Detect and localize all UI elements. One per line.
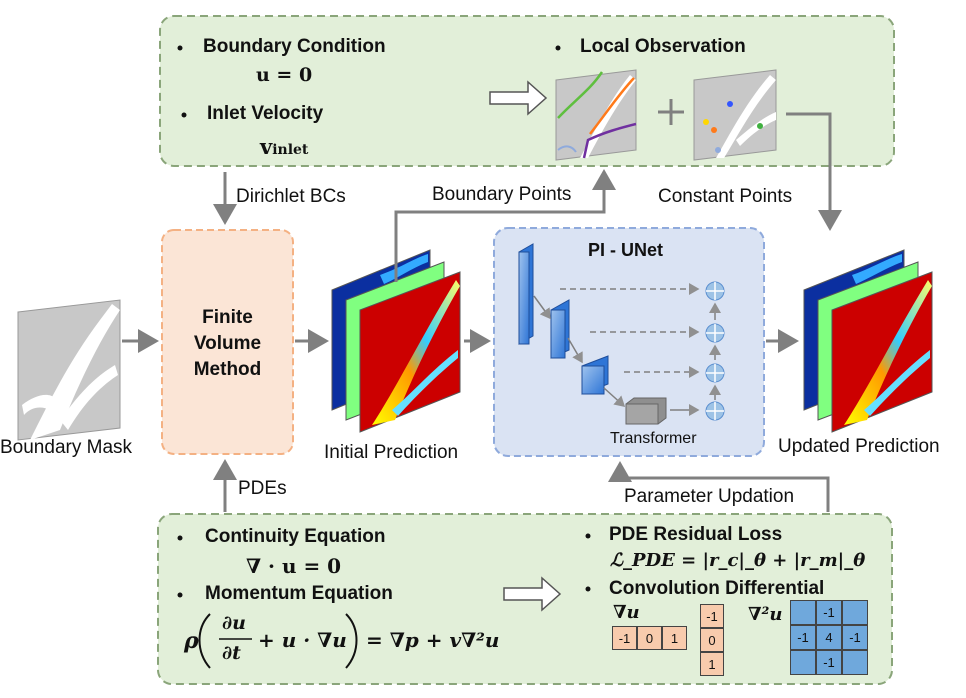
lap-kernel-cell <box>842 600 868 625</box>
laplacian-label: ∇²u <box>748 604 783 625</box>
v-kernel-cell: 1 <box>700 652 724 676</box>
inlet-velocity-title: Inlet Velocity <box>207 103 324 124</box>
momentum-numerator: ∂u <box>222 612 246 634</box>
momentum-denominator: ∂t <box>222 642 241 664</box>
updated-prediction-label: Updated Prediction <box>778 436 940 457</box>
conv-diff-title: Convolution Differential <box>609 578 825 599</box>
boundary-condition-title: Boundary Condition <box>203 36 386 57</box>
momentum-rho: ρ <box>184 628 199 654</box>
lap-kernel-cell: -1 <box>842 625 868 650</box>
bullets <box>177 45 591 598</box>
unet-links <box>533 283 721 416</box>
inlet-velocity-symbol: vinlet <box>260 134 309 159</box>
hollow-arrow-bottom <box>503 576 562 612</box>
h-kernel-cell: -1 <box>612 626 637 650</box>
lap-kernel-cell <box>790 600 816 625</box>
v-kernel-cell: 0 <box>700 628 724 652</box>
arrow-parameter-updation <box>608 461 830 512</box>
fvm-box <box>161 229 294 455</box>
boundary-condition-equation: u = 0 <box>256 64 313 86</box>
local-observation-title: Local Observation <box>580 36 746 57</box>
right-paren <box>345 613 358 669</box>
pde-loss-title: PDE Residual Loss <box>609 524 783 545</box>
v-kernel-cell: -1 <box>700 604 724 628</box>
continuity-equation: ∇ · u = 0 <box>246 554 342 578</box>
h-kernel-cell: 1 <box>662 626 687 650</box>
lap-kernel-cell <box>842 650 868 675</box>
fvm-line-1: Finite <box>202 307 253 328</box>
arrow-constant-points <box>786 112 842 231</box>
arrow-boundary-points <box>394 169 616 282</box>
momentum-title: Momentum Equation <box>205 583 393 604</box>
lap-kernel-cell: 4 <box>816 625 842 650</box>
piunet-title: PI - UNet <box>588 240 664 260</box>
transformer-label: Transformer <box>610 430 697 447</box>
h-kernel-cell: 0 <box>637 626 662 650</box>
initial-prediction-stack <box>331 249 461 433</box>
boundary-mask-label: Boundary Mask <box>0 437 133 458</box>
updated-prediction-stack <box>803 249 933 433</box>
pdes-label: PDEs <box>238 478 287 499</box>
pde-loss-equation: ℒ_PDE = |r_c|_θ + |r_m|_θ <box>610 550 866 571</box>
lap-kernel-cell: -1 <box>790 625 816 650</box>
plus-sign <box>658 99 684 125</box>
lap-kernel-cell: -1 <box>816 650 842 675</box>
initial-prediction-label: Initial Prediction <box>324 442 459 463</box>
boundary-points-label: Boundary Points <box>432 184 572 205</box>
dirichlet-bcs-label: Dirichlet BCs <box>236 186 346 207</box>
hollow-arrow-top <box>489 80 548 116</box>
lap-kernel-cell: -1 <box>816 600 842 625</box>
parameter-updation-label: Parameter Updation <box>624 486 795 507</box>
boundary-mask-image <box>17 299 121 441</box>
local-observation-image-2 <box>693 69 777 161</box>
unet-encoder-blocks <box>518 243 667 425</box>
momentum-convective: + u · ∇u <box>258 628 347 652</box>
grad-label: ∇u <box>613 602 640 623</box>
left-paren <box>198 613 211 669</box>
local-observation-image-1 <box>555 69 637 161</box>
continuity-title: Continuity Equation <box>205 526 386 547</box>
momentum-rhs: = ∇p + v∇²u <box>366 628 500 652</box>
unet-add-nodes <box>705 281 725 421</box>
constant-points-label: Constant Points <box>658 186 793 207</box>
fvm-line-3: Method <box>193 359 262 380</box>
lap-kernel-cell <box>790 650 816 675</box>
fvm-line-2: Volume <box>193 333 262 354</box>
